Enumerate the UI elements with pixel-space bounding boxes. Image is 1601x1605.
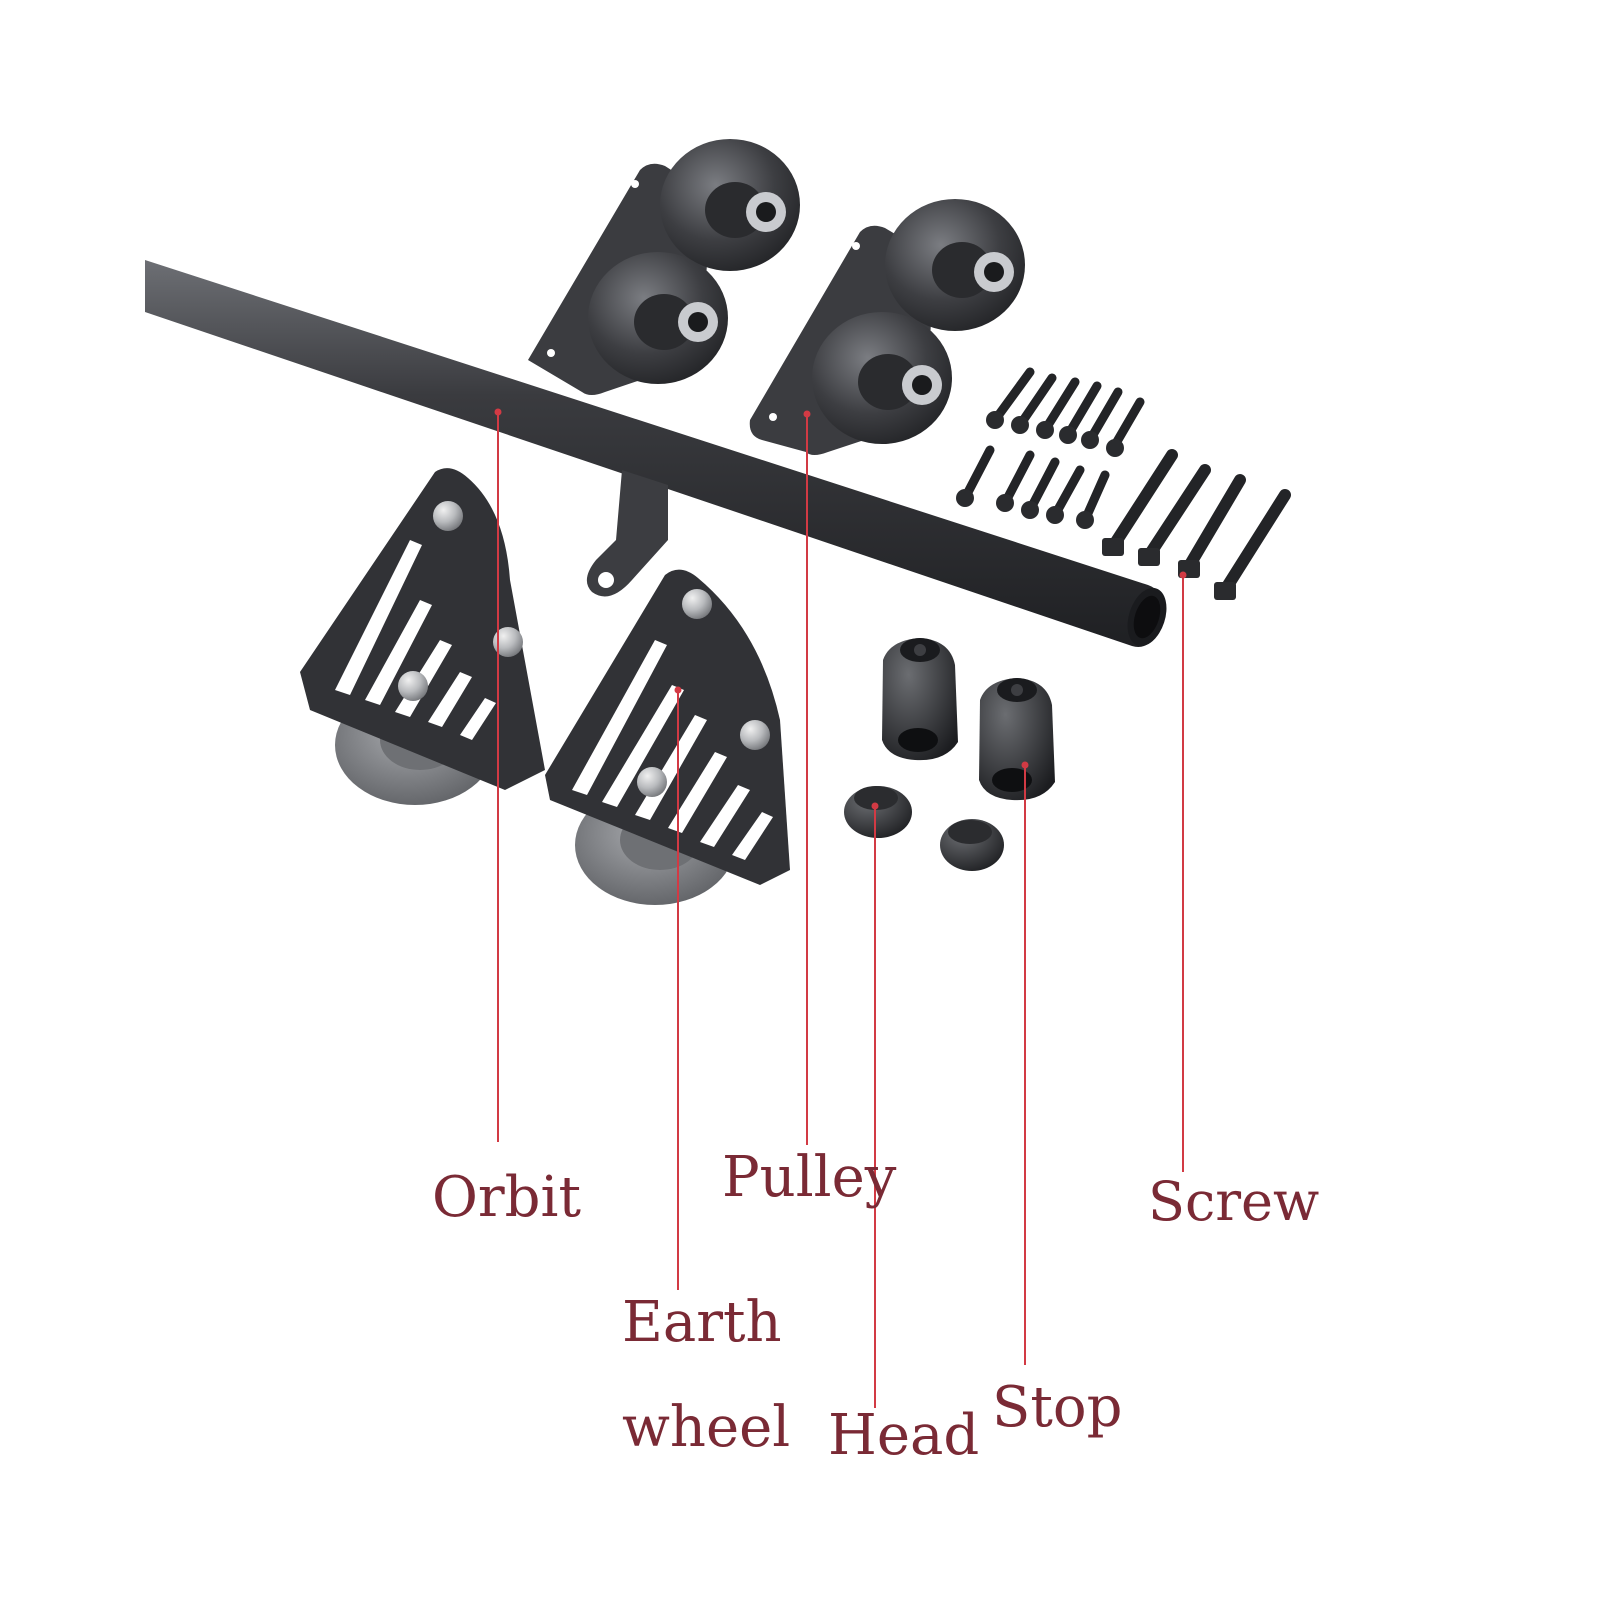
label-orbit: Orbit xyxy=(432,1165,581,1230)
earth-wheel-right xyxy=(545,569,790,905)
label-stop: Stop xyxy=(992,1375,1123,1440)
rail xyxy=(145,260,1167,647)
label-pulley: Pulley xyxy=(722,1145,897,1210)
pulley-left xyxy=(528,139,800,395)
leader-lines xyxy=(494,408,1187,1408)
label-screw: Screw xyxy=(1148,1170,1320,1233)
label-head: Head xyxy=(828,1403,980,1468)
screws xyxy=(960,367,1291,596)
label-earth: Earth xyxy=(622,1290,782,1355)
heads xyxy=(844,786,1004,871)
label-wheel: wheel xyxy=(622,1395,791,1460)
pulley-right xyxy=(749,199,1025,455)
earth-wheel-left xyxy=(300,468,545,805)
stops xyxy=(882,638,1055,801)
